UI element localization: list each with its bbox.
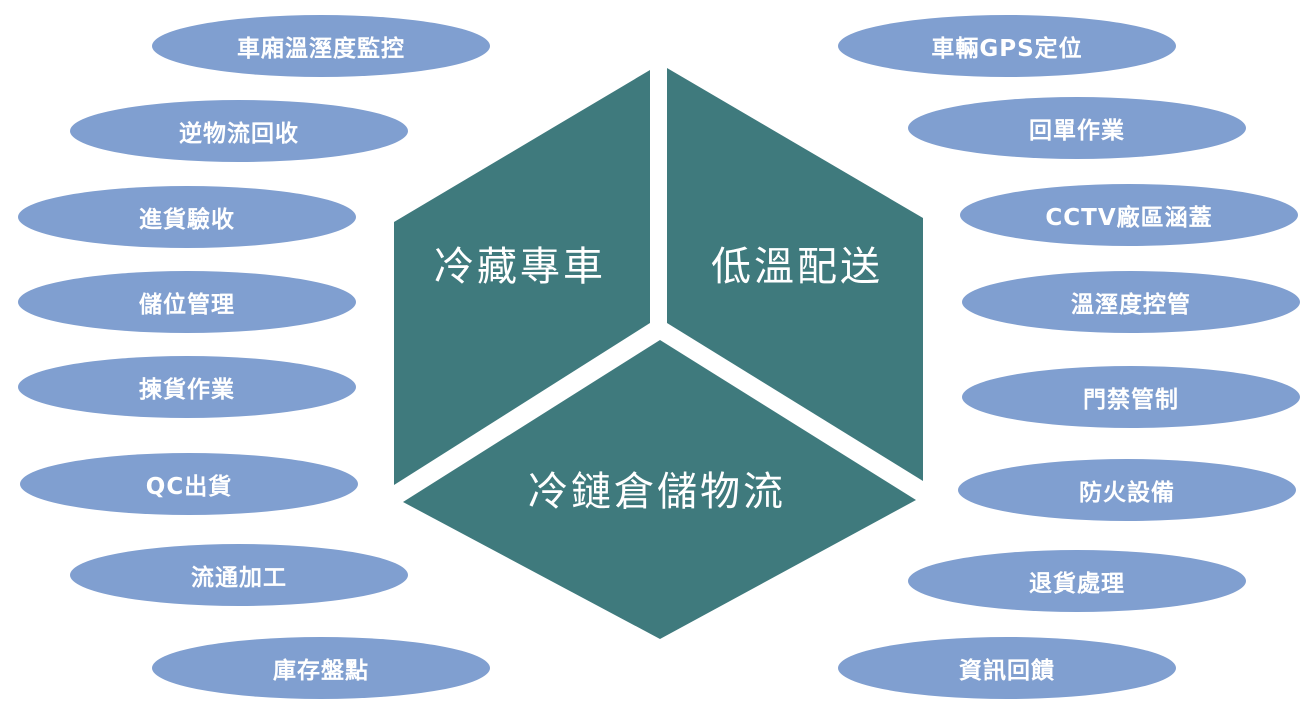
left-item: 逆物流回收 bbox=[70, 100, 408, 162]
left-item: 流通加工 bbox=[70, 544, 408, 606]
right-item: 資訊回饋 bbox=[838, 637, 1176, 699]
right-item: 車輛GPS定位 bbox=[838, 15, 1176, 77]
right-item: 門禁管制 bbox=[962, 366, 1300, 428]
segment-label-refrigerated-truck: 冷藏專車 bbox=[434, 244, 606, 290]
left-item: 車廂溫溼度監控 bbox=[152, 15, 490, 77]
right-item: 回單作業 bbox=[908, 97, 1246, 159]
segment-label-cold-chain-warehousing: 冷鏈倉儲物流 bbox=[528, 469, 786, 515]
segment-cold-chain-warehousing bbox=[403, 340, 916, 639]
right-item: CCTV廠區涵蓋 bbox=[960, 184, 1298, 246]
right-item: 溫溼度控管 bbox=[962, 271, 1300, 333]
right-item: 退貨處理 bbox=[908, 550, 1246, 612]
left-item: 揀貨作業 bbox=[18, 356, 356, 418]
segment-label-low-temp-delivery: 低溫配送 bbox=[711, 244, 883, 290]
right-item: 防火設備 bbox=[958, 459, 1296, 521]
segment-refrigerated-truck bbox=[394, 70, 650, 485]
segment-low-temp-delivery bbox=[667, 68, 923, 481]
left-item: 儲位管理 bbox=[18, 271, 356, 333]
left-item: 庫存盤點 bbox=[152, 637, 490, 699]
left-item: 進貨驗收 bbox=[18, 186, 356, 248]
left-item: QC出貨 bbox=[20, 453, 358, 515]
